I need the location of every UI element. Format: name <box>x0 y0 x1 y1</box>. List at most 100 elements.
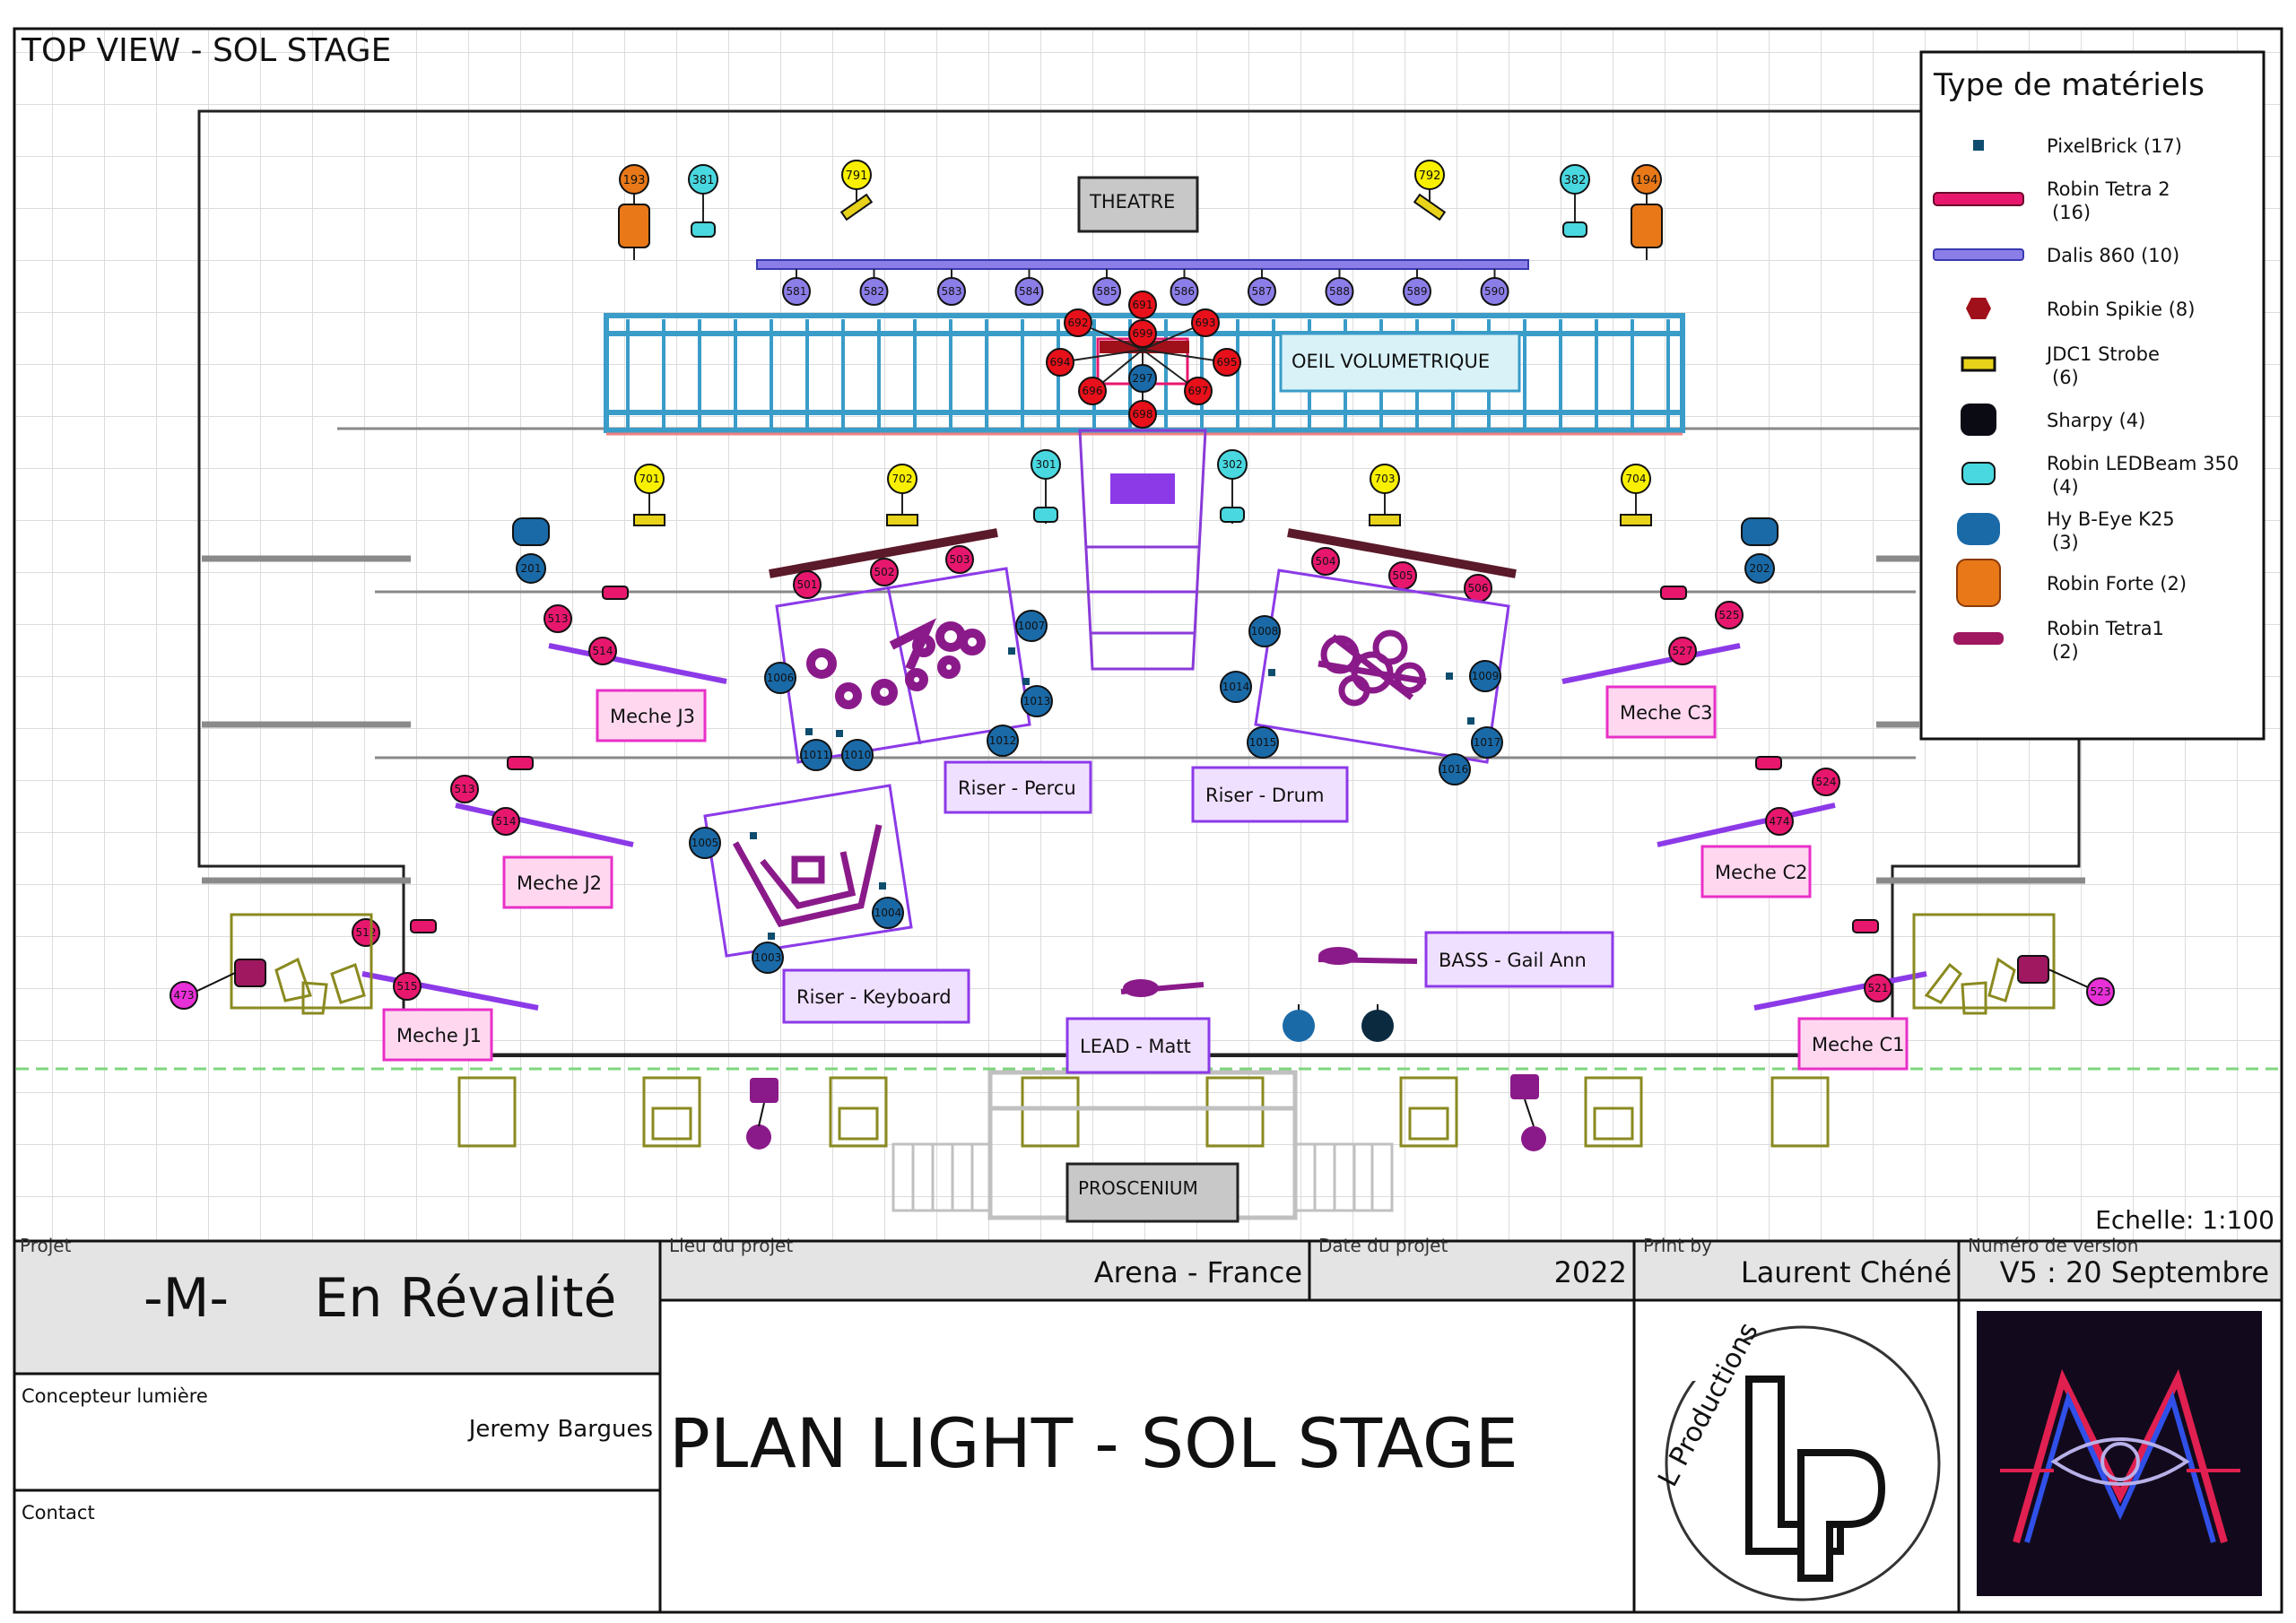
zone-label-meche-j3: Meche J3 <box>610 706 695 727</box>
zone-box <box>596 689 707 742</box>
fixture-id: 512 <box>356 926 377 939</box>
fixture: 1008 <box>1248 615 1281 647</box>
fixture: 505 <box>1388 561 1417 590</box>
fixture-id: 588 <box>1329 285 1350 298</box>
side-platform-right <box>1912 913 2056 1015</box>
fixture: 297 <box>1128 364 1157 393</box>
fixture-id: 587 <box>1252 285 1273 298</box>
fixture-id: 301 <box>1036 458 1057 471</box>
forte-right: 194 <box>1631 164 1663 260</box>
fixture: 1016 <box>1439 753 1471 785</box>
fixture-id: 504 <box>1316 555 1336 568</box>
fixture: 302 <box>1217 449 1248 480</box>
pixelbrick <box>1467 717 1474 725</box>
contact-label: Contact <box>22 1502 95 1523</box>
ledbeam-381: 381 <box>688 164 718 238</box>
drum-kit <box>1318 629 1427 707</box>
beye-body <box>1741 517 1779 546</box>
strobe-body <box>886 514 918 526</box>
fixture-id: 523 <box>2091 985 2111 998</box>
meche-tetra <box>1755 756 1782 770</box>
strobe-791: 791 <box>839 160 874 221</box>
pixelbrick <box>750 832 757 839</box>
fixture-id: 1007 <box>1018 620 1046 632</box>
fixture: 692 <box>1064 308 1092 337</box>
pixelbrick <box>805 728 813 735</box>
fixture: 1007 <box>1015 610 1048 642</box>
side-platform-left <box>230 913 373 1015</box>
fixture-id: 503 <box>950 553 970 566</box>
fixture-id: 589 <box>1407 285 1428 298</box>
fixture-id: 202 <box>1750 562 1770 575</box>
ledbeam-382: 382 <box>1560 164 1590 238</box>
fixture: 584 <box>1014 277 1044 306</box>
fixture-id: 704 <box>1626 473 1647 485</box>
fixture: 1009 <box>1469 660 1501 692</box>
fixture-id: 201 <box>521 562 542 575</box>
strobe-body <box>1620 514 1652 526</box>
fixture: 697 <box>1184 377 1213 405</box>
fixture: 1011 <box>800 739 832 771</box>
fixture: 585 <box>1092 277 1121 306</box>
zone-label-riser-percu: Riser - Percu <box>958 777 1076 799</box>
fixture-id: 1005 <box>691 837 719 849</box>
oeil-box <box>1279 332 1521 393</box>
fixture-id: 1008 <box>1251 625 1279 638</box>
forte-left: 193 <box>618 164 650 260</box>
version-value: V5 : 20 Septembre <box>2000 1255 2269 1289</box>
tetra2-icon <box>1933 192 2024 206</box>
title-block <box>13 1239 2283 1612</box>
spikie-icon <box>1966 298 1991 319</box>
fixture: 525 <box>1715 601 1744 629</box>
riser-drum-platform <box>1254 568 1510 764</box>
zone-box <box>1797 1017 1909 1071</box>
fixture-id: 521 <box>1868 982 1889 994</box>
fixture-id: 302 <box>1222 458 1243 471</box>
projet-value: -M- En Révalité <box>144 1267 616 1330</box>
proscenium-box <box>1065 1162 1239 1223</box>
beye-icon <box>1957 513 2000 545</box>
fixture: 501 <box>793 570 822 599</box>
fixture: 581 <box>782 277 811 306</box>
fixture: 513 <box>544 604 572 633</box>
fixture-id: 692 <box>1068 317 1089 329</box>
fixture-id: 194 <box>1636 174 1658 187</box>
fixture: 1003 <box>752 942 784 974</box>
fixture: 1017 <box>1471 726 1503 759</box>
tetra-bar-right <box>1287 528 1517 578</box>
legend-item-label: Sharpy (4) <box>2047 410 2145 431</box>
fixture-id: 696 <box>1083 385 1103 397</box>
fixture-id: 1015 <box>1249 736 1277 749</box>
sharpy-icon <box>1961 404 1996 436</box>
fixture-id: 582 <box>864 285 884 298</box>
percu-instruments <box>806 618 986 709</box>
fixture-id: 1006 <box>767 672 795 684</box>
fixture: 589 <box>1403 277 1431 306</box>
view-title: TOP VIEW - SOL STAGE <box>21 32 391 69</box>
fixture: 587 <box>1248 277 1276 306</box>
zone-box <box>1605 685 1717 739</box>
fixture-id: 514 <box>593 645 613 657</box>
fixture: 202 <box>1744 553 1775 584</box>
fixture-id: 474 <box>1770 815 1790 828</box>
pixelbrick <box>1446 673 1453 680</box>
floor-tetra1 <box>746 1074 1546 1151</box>
fixture-id: 585 <box>1097 285 1118 298</box>
fixture-id: 586 <box>1174 285 1195 298</box>
fixture: 699 <box>1128 319 1157 348</box>
legend-item-count: (3) <box>2052 532 2079 553</box>
fixture-id: 502 <box>874 566 895 578</box>
fixture-id: 792 <box>1419 169 1441 183</box>
meche-tetra <box>507 756 534 770</box>
fixture: 503 <box>945 545 974 574</box>
fixture: 515 <box>393 972 422 1001</box>
pixelbrick <box>768 933 775 940</box>
fixture-id: 513 <box>548 612 569 625</box>
fixture: 506 <box>1464 574 1492 603</box>
fixture-id: 1004 <box>874 907 902 919</box>
fixture-id: 1003 <box>754 951 782 964</box>
legend-box <box>1919 50 2266 741</box>
print-label: Print by <box>1643 1235 1712 1256</box>
